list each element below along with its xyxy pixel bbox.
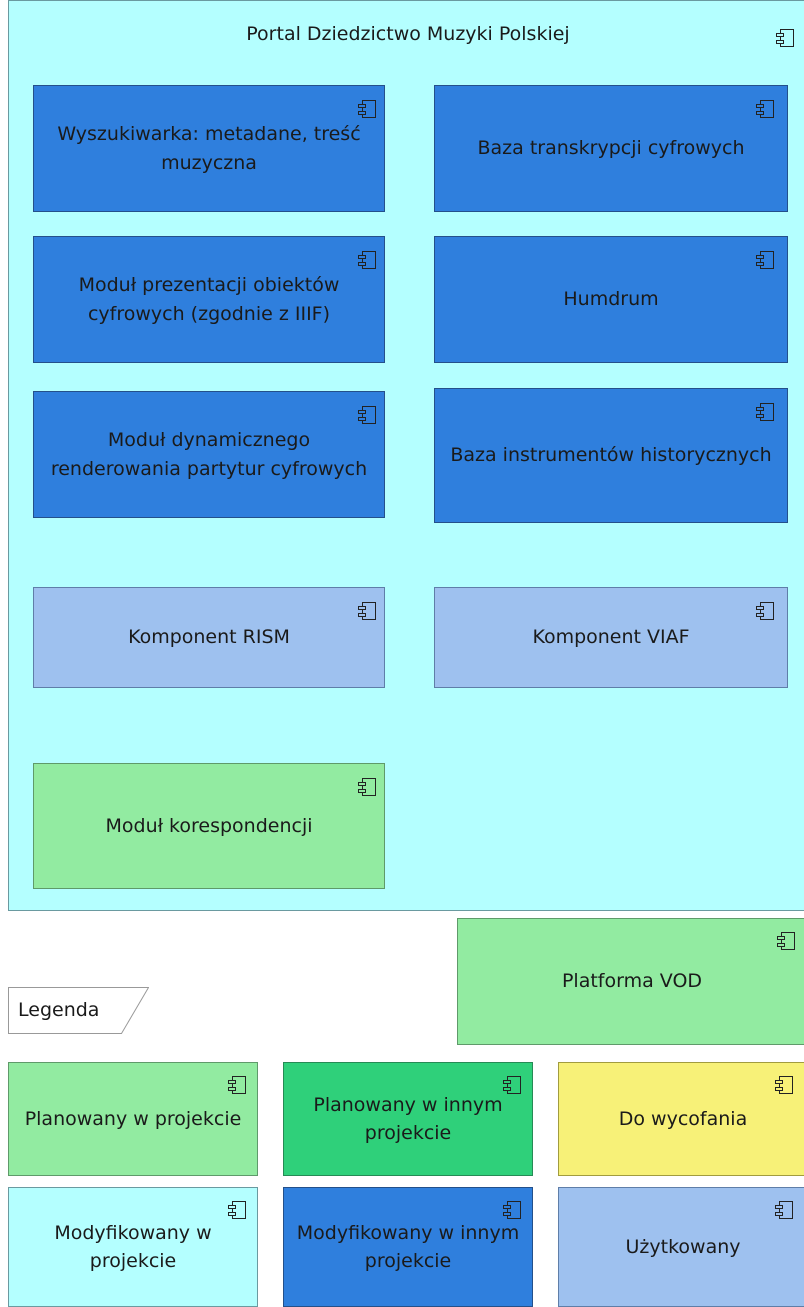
legend-do-wycofania[interactable]: Do wycofania: [558, 1062, 804, 1176]
component-icon: [756, 100, 774, 118]
component-viaf[interactable]: Komponent VIAF: [434, 587, 788, 688]
component-icon: [756, 251, 774, 269]
legend-item-label: Modyfikowany w projekcie: [54, 1221, 212, 1273]
component-platforma-vod[interactable]: Platforma VOD: [457, 918, 804, 1045]
component-icon: [228, 1201, 246, 1219]
component-label: Wyszukiwarka: metadane, treść muzyczna: [57, 123, 361, 174]
component-label: Moduł korespondencji: [105, 814, 313, 837]
portal-group[interactable]: Portal Dziedzictwo Muzyki Polskiej Wyszu…: [8, 0, 804, 911]
component-icon: [358, 100, 376, 118]
legend-item-label: Modyfikowany w innym projekcie: [296, 1221, 520, 1273]
component-modul-prezentacji[interactable]: Moduł prezentacji obiektów cyfrowych (zg…: [33, 236, 385, 363]
component-icon: [756, 403, 774, 421]
legend-item-label: Planowany w innym projekcie: [313, 1093, 503, 1145]
portal-title: Portal Dziedzictwo Muzyki Polskiej: [246, 23, 570, 45]
legend-item-label: Planowany w projekcie: [24, 1107, 242, 1130]
component-wyszukiwarka[interactable]: Wyszukiwarka: metadane, treść muzyczna: [33, 85, 385, 212]
legend-tag-shape: [8, 987, 149, 1034]
component-icon: [756, 602, 774, 620]
component-modul-renderowania[interactable]: Moduł dynamicznego renderowania partytur…: [33, 391, 385, 518]
component-icon: [358, 778, 376, 796]
legend-modyfikowany-inny[interactable]: Modyfikowany w innym projekcie: [283, 1187, 533, 1307]
component-korespondencja[interactable]: Moduł korespondencji: [33, 763, 385, 889]
component-icon: [775, 1201, 793, 1219]
component-baza-instrumentow[interactable]: Baza instrumentów historycznych: [434, 388, 788, 523]
component-icon: [358, 406, 376, 424]
legend-planowany[interactable]: Planowany w projekcie: [8, 1062, 258, 1176]
component-label: Baza transkrypcji cyfrowych: [477, 137, 745, 160]
component-icon: [777, 932, 795, 950]
component-label: Moduł prezentacji obiektów cyfrowych (zg…: [78, 274, 340, 325]
component-label: Komponent VIAF: [532, 626, 690, 649]
component-icon: [358, 602, 376, 620]
component-label: Komponent RISM: [128, 626, 290, 649]
legend-uzytkowany[interactable]: Użytkowany: [558, 1187, 804, 1307]
component-label: Baza instrumentów historycznych: [450, 444, 772, 467]
component-icon: [503, 1201, 521, 1219]
component-icon: [775, 1076, 793, 1094]
legend-group-tag: Legenda: [8, 987, 149, 1034]
legend-modyfikowany[interactable]: Modyfikowany w projekcie: [8, 1187, 258, 1307]
legend-item-label: Użytkowany: [625, 1235, 741, 1258]
component-icon: [228, 1076, 246, 1094]
component-label: Moduł dynamicznego renderowania partytur…: [50, 429, 368, 480]
component-baza-transkrypcji[interactable]: Baza transkrypcji cyfrowych: [434, 85, 788, 212]
component-label: Platforma VOD: [561, 970, 703, 993]
component-icon: [776, 29, 794, 47]
component-rism[interactable]: Komponent RISM: [33, 587, 385, 688]
legend-title: Legenda: [18, 999, 100, 1021]
component-icon: [503, 1076, 521, 1094]
component-humdrum[interactable]: Humdrum: [434, 236, 788, 363]
legend-item-label: Do wycofania: [618, 1107, 748, 1130]
legend-planowany-inny[interactable]: Planowany w innym projekcie: [283, 1062, 533, 1176]
component-icon: [358, 251, 376, 269]
component-label: Humdrum: [563, 288, 659, 311]
